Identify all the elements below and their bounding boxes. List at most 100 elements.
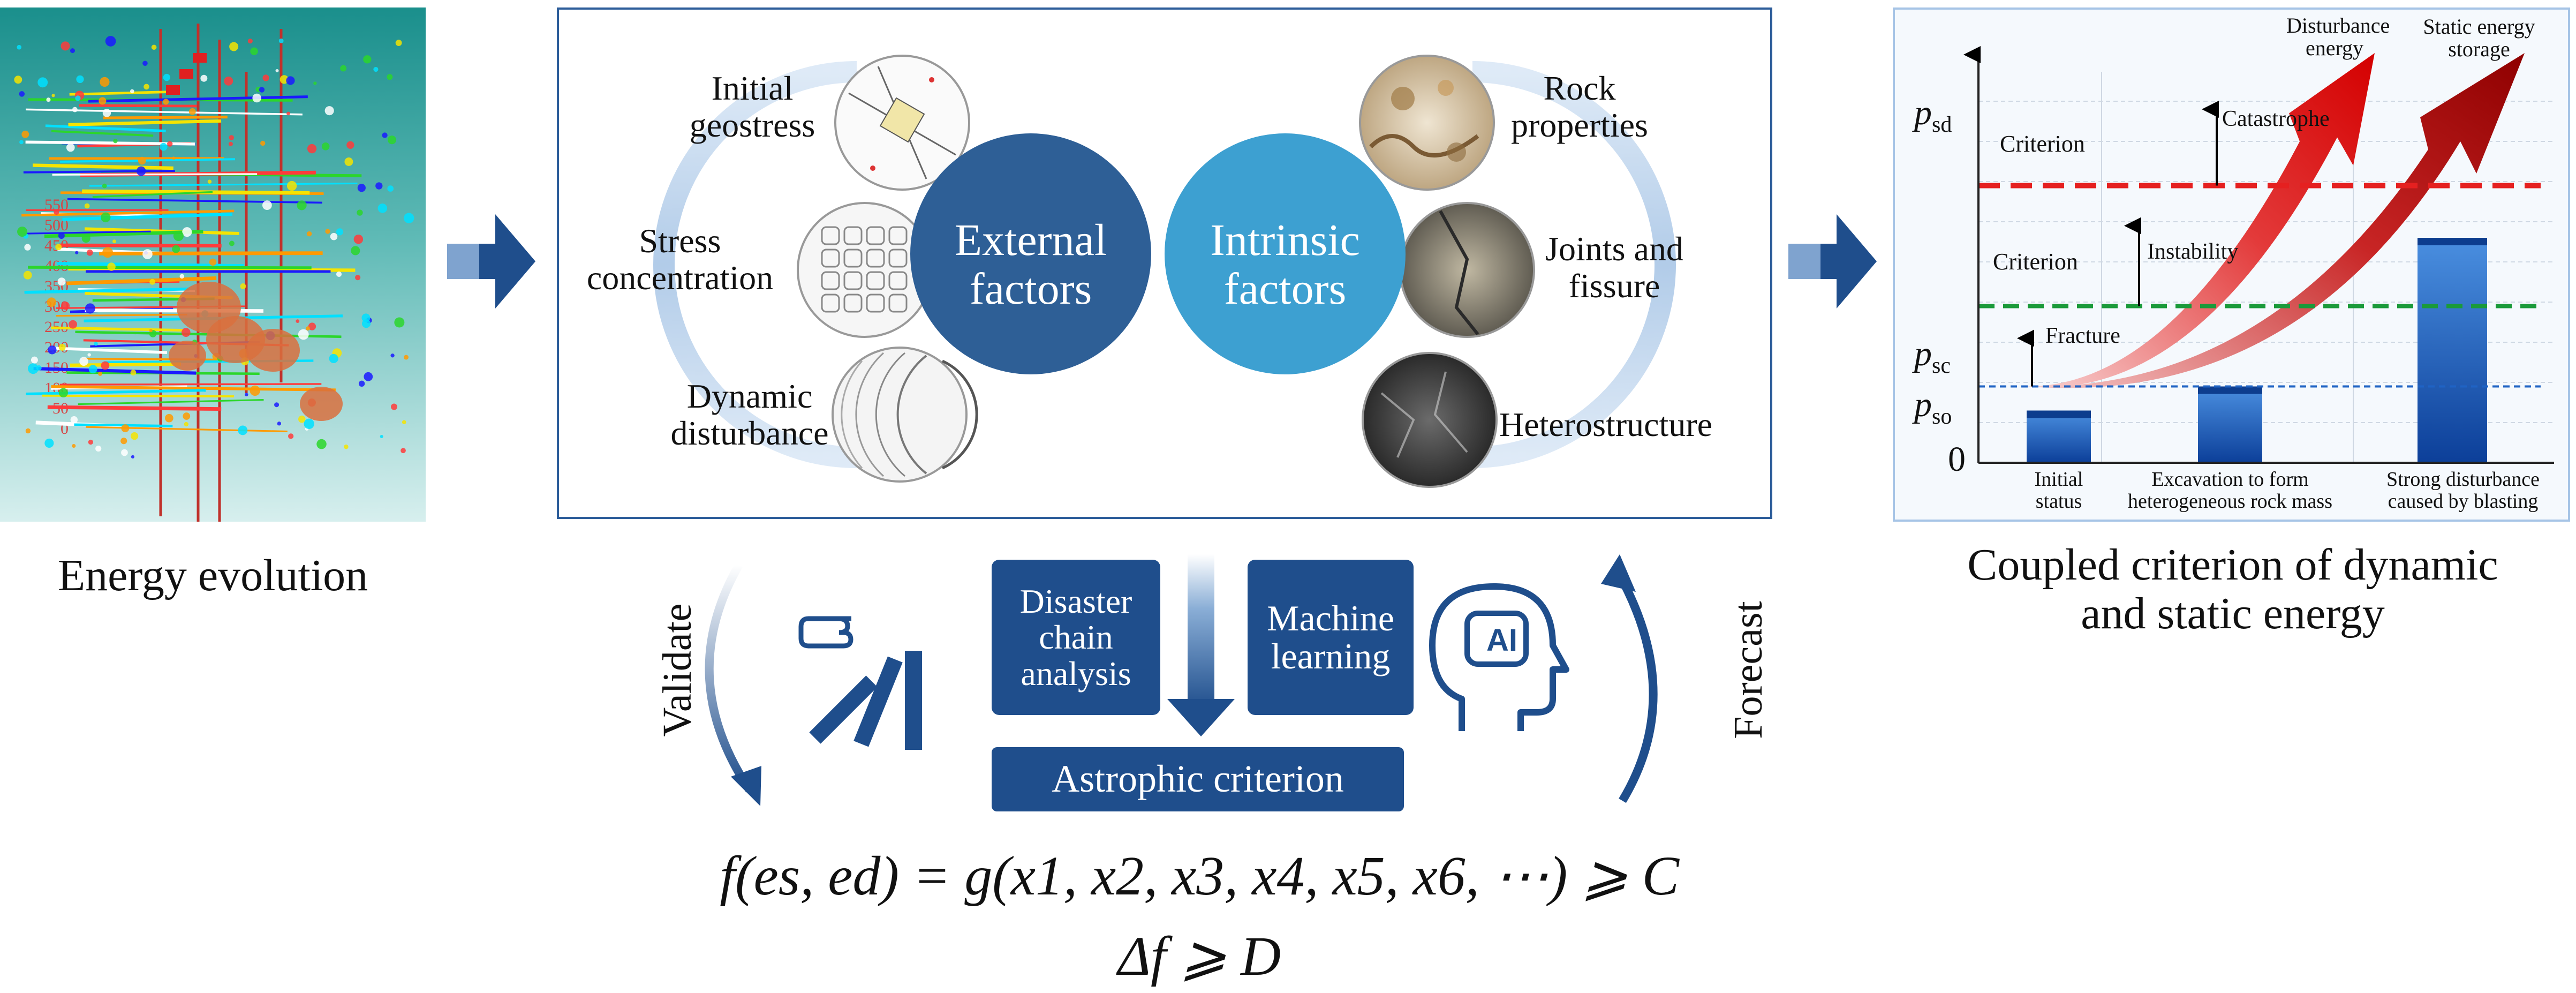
static-energy-curve: [2027, 53, 2525, 388]
stress-cell: [821, 249, 840, 268]
instability-label: Instability: [2147, 239, 2239, 264]
stress-cell: [888, 249, 908, 268]
event-dot: [149, 279, 156, 285]
tunnel-line: [24, 287, 190, 294]
event-dot: [387, 136, 397, 145]
event-dot: [229, 240, 235, 246]
category-label-blasting: Strong disturbance caused by blasting: [2386, 468, 2540, 513]
event-dot: [278, 38, 284, 43]
tunnel-line: [103, 115, 228, 119]
event-dot: [404, 355, 409, 360]
event-dot: [387, 185, 394, 192]
catastrophe-label: Catastrophe: [2222, 107, 2330, 131]
event-dot: [24, 244, 31, 251]
event-dot: [247, 39, 253, 44]
event-dot: [172, 245, 180, 253]
criterion-box: Astrophic criterion: [992, 747, 1404, 811]
event-dot: [321, 142, 330, 151]
criterion-lower-label: Criterion: [1993, 249, 2078, 275]
event-dot: [380, 434, 383, 438]
event-dot: [188, 108, 196, 115]
stress-cell: [866, 249, 885, 268]
event-dot: [306, 326, 310, 331]
event-dot: [36, 365, 42, 371]
event-dot: [102, 183, 107, 189]
event-dot: [94, 342, 98, 346]
tunnel-line: [49, 347, 167, 354]
stress-cell: [888, 226, 908, 245]
event-dot: [105, 36, 116, 47]
coupled-criterion-caption: Coupled criterion of dynamic and static …: [1967, 540, 2498, 638]
y-zero-label: 0: [1948, 440, 1966, 479]
event-dot: [99, 97, 107, 105]
heterostructure-label: Heterostructure: [1499, 405, 1713, 443]
tunnel-line: [45, 124, 166, 132]
energy-evolution-image: 550500450400350300250200150100500: [0, 7, 426, 522]
ai-head-icon: [1429, 583, 1569, 731]
tunnel-line: [68, 267, 356, 272]
event-dot: [98, 371, 103, 376]
event-dot: [95, 446, 102, 452]
event-dot: [86, 249, 93, 256]
rock-properties-label: Rock properties: [1511, 69, 1648, 145]
static-energy-label: Static energy storage: [2423, 14, 2535, 61]
event-dot: [167, 141, 173, 147]
stress-cell: [821, 294, 840, 313]
stress-cell: [866, 294, 885, 313]
event-dot: [102, 109, 111, 117]
event-dot: [19, 140, 24, 145]
p-so-label: pso: [1914, 385, 1952, 430]
event-dot: [19, 91, 25, 97]
event-dot: [363, 55, 372, 64]
tunnel-line: [92, 191, 213, 198]
event-dot: [286, 76, 295, 85]
initial-geostress-label: Initial geostress: [689, 69, 815, 145]
stress-cell: [843, 226, 863, 245]
event-dot: [66, 143, 75, 152]
disaster-chain-box: Disaster chain analysis: [992, 560, 1160, 715]
event-dot: [252, 93, 261, 103]
category-label-initial: Initial status: [2034, 468, 2083, 513]
tunnel-line: [27, 230, 151, 235]
initial-geostress-icon: [834, 55, 970, 191]
event-dot: [238, 425, 248, 435]
event-dot: [120, 438, 127, 445]
tunnel-line: [33, 367, 197, 375]
event-dot: [259, 87, 265, 93]
bar-cap: [2418, 238, 2487, 245]
event-dot: [149, 329, 153, 333]
event-dot: [274, 402, 279, 408]
criterion-box-text: Astrophic criterion: [1052, 757, 1344, 801]
event-dot: [288, 433, 294, 439]
category-label-excavation: Excavation to form heterogeneous rock ma…: [2128, 468, 2332, 513]
tunnel-line: [47, 405, 222, 411]
event-dot: [404, 213, 414, 223]
event-dot: [163, 73, 170, 81]
validate-label: Validate: [654, 603, 700, 737]
event-dot: [224, 76, 233, 86]
event-dot: [113, 139, 118, 144]
event-dot: [165, 413, 173, 423]
event-dot: [262, 200, 272, 210]
p-sc-label: psc: [1914, 334, 1951, 379]
increment-formula: Δf ⩾ D: [1117, 926, 1281, 987]
event-dot: [298, 329, 309, 340]
intrinsic-factors-label: Intrinsic factors: [1210, 215, 1360, 314]
event-dot: [142, 249, 153, 259]
tunnel-line: [78, 399, 264, 405]
tunnel-line: [25, 140, 195, 146]
event-dot: [395, 40, 402, 46]
stress-cell: [843, 249, 863, 268]
stress-cell: [888, 294, 908, 313]
event-dot: [172, 156, 176, 160]
event-dot: [31, 356, 38, 364]
heterostructure-icon: [1362, 352, 1498, 488]
event-dot: [182, 227, 192, 237]
event-dot: [57, 277, 66, 286]
event-dot: [250, 385, 260, 396]
stress-cell: [821, 271, 840, 290]
event-dot: [307, 144, 317, 154]
fracture-label: Fracture: [2045, 324, 2120, 348]
disaster-chain-text: Disaster chain analysis: [1019, 582, 1132, 693]
event-dot: [143, 84, 149, 90]
